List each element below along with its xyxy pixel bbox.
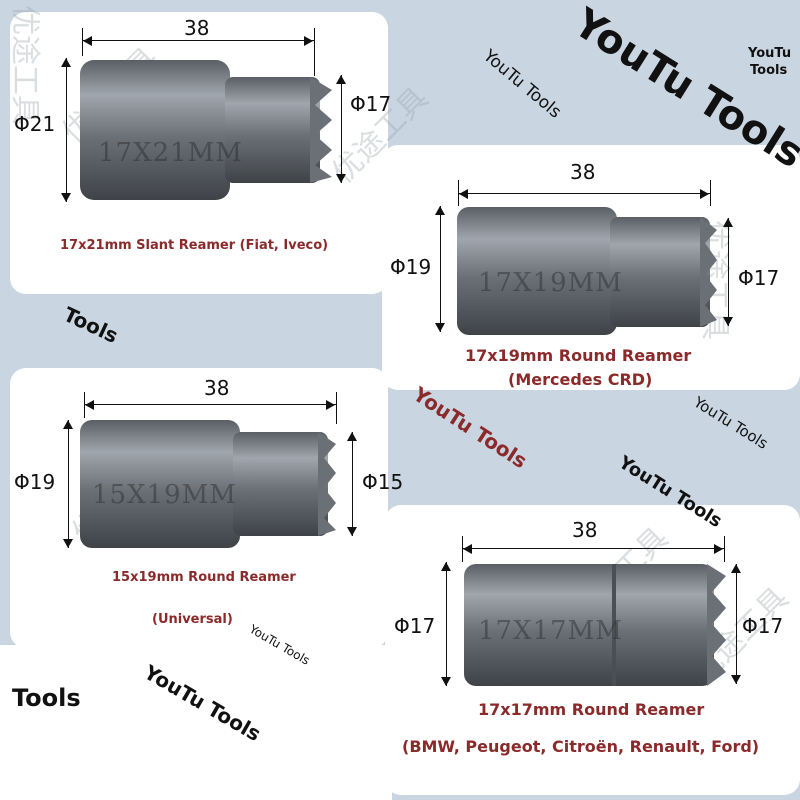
length-label: 38 (572, 518, 598, 542)
length-label: 38 (184, 16, 210, 40)
reamer-17x19-image (457, 207, 717, 335)
watermark-corner-line1: YouTu (748, 46, 792, 61)
outer-diameter-label: Φ17 (394, 614, 436, 638)
length-extension-left (462, 536, 463, 562)
arrow-icon (700, 189, 709, 199)
reamer-17x21-caption: 17x21mm Slant Reamer (Fiat, Iveco) (60, 238, 329, 253)
inner-dimension-line (728, 218, 729, 326)
reamer-17x17-caption: 17x17mm Round Reamer (478, 700, 705, 719)
length-label: 38 (204, 376, 230, 400)
arrow-icon (723, 218, 733, 227)
reamer-17x19-caption: 17x19mm Round Reamer (465, 346, 692, 365)
arrow-icon (336, 174, 346, 183)
reamer-15x19-caption-line2: (Universal) (152, 612, 233, 627)
arrow-icon (435, 206, 445, 215)
arrow-icon (714, 544, 723, 554)
arrow-icon (441, 562, 451, 571)
inner-dimension-line (341, 75, 342, 183)
outer-dimension-line (440, 206, 441, 332)
outer-dimension-line (446, 562, 447, 686)
arrow-icon (347, 527, 357, 536)
outer-diameter-label: Φ19 (390, 255, 432, 279)
inner-dimension-line (352, 432, 353, 536)
arrow-icon (85, 400, 94, 410)
length-extension-right (336, 392, 337, 424)
outer-diameter-label: Φ19 (14, 470, 56, 494)
length-extension-left (458, 180, 459, 206)
arrow-icon (304, 36, 313, 46)
length-extension-left (84, 392, 85, 418)
arrow-icon (63, 420, 73, 429)
length-extension-left (82, 28, 83, 56)
outer-dimension-line (68, 420, 69, 548)
outer-diameter-label: Φ21 (14, 112, 56, 136)
inner-diameter-label: Φ17 (350, 92, 392, 116)
cjk-watermark: 优途工具 (7, 5, 42, 125)
inner-diameter-label: Φ17 (742, 614, 784, 638)
inner-diameter-label: Φ15 (362, 470, 404, 494)
reamer-15x19-image (80, 420, 336, 548)
arrow-icon (723, 317, 733, 326)
length-extension-right (314, 28, 315, 76)
reamer-15x19-stamp: 15X19MM (92, 480, 237, 510)
arrow-icon (61, 58, 71, 67)
watermark-tilted: YouTu Tools (690, 393, 772, 453)
arrow-icon (731, 675, 741, 684)
reamer-17x21-image (80, 60, 332, 200)
watermark-corner-line2: Tools (750, 63, 788, 78)
length-label: 38 (570, 160, 596, 184)
arrow-icon (459, 189, 468, 199)
watermark-tilted: Tools (59, 302, 122, 348)
length-dimension-line (82, 40, 314, 41)
arrow-icon (326, 400, 335, 410)
inner-diameter-label: Φ17 (738, 266, 780, 290)
watermark-tilted: YouTu Tools (479, 46, 565, 123)
outer-dimension-line (66, 58, 67, 202)
arrow-icon (463, 544, 472, 554)
arrow-icon (441, 677, 451, 686)
arrow-icon (435, 323, 445, 332)
reamer-17x21-stamp: 17X21MM (98, 138, 243, 168)
length-extension-right (710, 180, 711, 206)
arrow-icon (731, 564, 741, 573)
reamer-17x19-stamp: 17X19MM (478, 268, 623, 298)
arrow-icon (83, 36, 92, 46)
watermark-tilted-red: YouTu Tools (408, 382, 532, 474)
arrow-icon (63, 539, 73, 548)
reamer-17x17-image (464, 564, 726, 686)
inner-dimension-line (736, 564, 737, 684)
length-dimension-line (458, 193, 710, 194)
reamer-17x17-caption-line2: (BMW, Peugeot, Citroën, Renault, Ford) (402, 737, 760, 756)
length-dimension-line (462, 548, 724, 549)
arrow-icon (61, 193, 71, 202)
arrow-icon (336, 75, 346, 84)
length-dimension-line (84, 404, 336, 405)
reamer-17x17-stamp: 17X17MM (478, 616, 623, 646)
panel-bottom-left (0, 645, 392, 800)
length-extension-right (724, 536, 725, 562)
watermark-bottom-left: Tools (12, 684, 81, 712)
reamer-17x19-caption-line2: (Mercedes CRD) (508, 370, 653, 389)
arrow-icon (347, 432, 357, 441)
reamer-15x19-caption: 15x19mm Round Reamer (112, 570, 296, 585)
